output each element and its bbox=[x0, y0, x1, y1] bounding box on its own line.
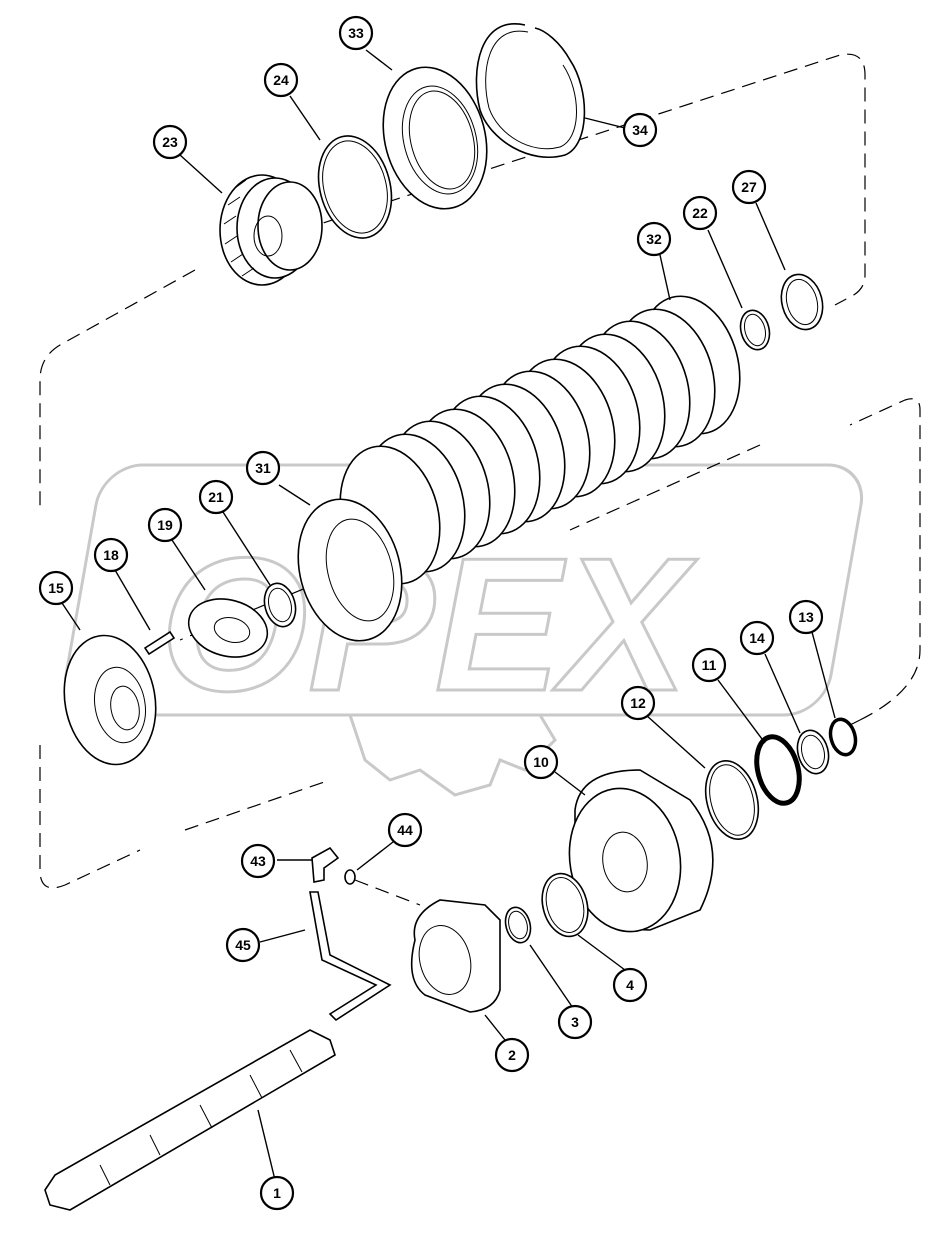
callout-label: 27 bbox=[741, 179, 757, 195]
callout-label: 3 bbox=[571, 1014, 579, 1030]
callouts: 1 2 3 4 10 11 12 13 14 15 18 19 21 22 23… bbox=[38, 15, 824, 1211]
part-34-snap-ring bbox=[475, 23, 586, 158]
callout-33: 33 bbox=[338, 15, 374, 51]
callout-label: 21 bbox=[208, 489, 224, 505]
callout-label: 43 bbox=[250, 853, 266, 869]
part-4-ring bbox=[541, 872, 589, 938]
callout-34: 34 bbox=[622, 112, 658, 148]
part-45-tube bbox=[309, 891, 392, 1022]
callout-label: 1 bbox=[273, 1185, 281, 1201]
callout-15: 15 bbox=[38, 570, 74, 606]
callout-label: 11 bbox=[702, 657, 717, 673]
part-2-housing bbox=[410, 899, 501, 1013]
clutch-disc-pack bbox=[297, 295, 741, 642]
callout-label: 31 bbox=[255, 460, 271, 476]
part-12-ring bbox=[704, 760, 760, 840]
callout-label: 4 bbox=[626, 977, 634, 993]
part-27-snap-ring bbox=[780, 273, 824, 331]
part-19-spring-plate bbox=[187, 598, 269, 658]
callout-label: 32 bbox=[646, 231, 662, 247]
callout-4: 4 bbox=[612, 967, 648, 1003]
callout-1: 1 bbox=[259, 1175, 295, 1211]
callout-11: 11 bbox=[691, 647, 727, 683]
part-23-clutch-hub bbox=[219, 174, 323, 286]
part-22-ring bbox=[739, 309, 771, 351]
callout-label: 13 bbox=[798, 609, 814, 625]
callout-45: 45 bbox=[225, 927, 261, 963]
callout-label: 23 bbox=[162, 134, 178, 150]
part-21-ring bbox=[263, 582, 297, 628]
callout-23: 23 bbox=[152, 124, 188, 160]
callout-label: 14 bbox=[749, 630, 765, 646]
callout-label: 2 bbox=[508, 1047, 516, 1063]
callout-18: 18 bbox=[93, 537, 129, 573]
part-24-ring bbox=[317, 135, 393, 239]
part-3-ring bbox=[504, 906, 532, 944]
callout-24: 24 bbox=[263, 62, 299, 98]
part-14-ring bbox=[796, 729, 830, 775]
callout-22: 22 bbox=[682, 195, 718, 231]
callout-label: 15 bbox=[48, 580, 64, 596]
callout-label: 34 bbox=[632, 122, 648, 138]
callout-19: 19 bbox=[147, 507, 183, 543]
leader-lines bbox=[61, 49, 836, 1181]
part-10-clutch-drum bbox=[568, 769, 714, 933]
callout-31: 31 bbox=[245, 450, 281, 486]
callout-label: 19 bbox=[157, 517, 173, 533]
callout-14: 14 bbox=[739, 620, 775, 656]
callout-2: 2 bbox=[494, 1037, 530, 1073]
part-44-o-ring bbox=[344, 869, 356, 885]
assembly-dashed-outline bbox=[39, 53, 921, 906]
callout-label: 18 bbox=[103, 547, 119, 563]
callout-43: 43 bbox=[240, 843, 276, 879]
part-18-spring bbox=[143, 630, 176, 656]
callout-44: 44 bbox=[387, 812, 423, 848]
callout-13: 13 bbox=[788, 599, 824, 635]
callout-label: 12 bbox=[630, 695, 646, 711]
callout-label: 10 bbox=[533, 754, 549, 770]
callout-32: 32 bbox=[636, 221, 672, 257]
part-1-shaft bbox=[44, 1029, 336, 1211]
callout-27: 27 bbox=[731, 169, 767, 205]
callout-label: 24 bbox=[273, 72, 289, 88]
callout-label: 33 bbox=[348, 25, 364, 41]
part-13-ring bbox=[828, 717, 858, 757]
callout-21: 21 bbox=[198, 479, 234, 515]
callout-12: 12 bbox=[620, 685, 656, 721]
callout-label: 22 bbox=[692, 205, 708, 221]
callout-label: 45 bbox=[235, 937, 251, 953]
callout-3: 3 bbox=[557, 1004, 593, 1040]
callout-10: 10 bbox=[523, 744, 559, 780]
part-15-piston bbox=[63, 634, 157, 766]
callout-label: 44 bbox=[397, 822, 413, 838]
part-43-elbow-fitting bbox=[311, 846, 340, 883]
part-33-pressure-plate bbox=[382, 66, 488, 210]
part-11-seal-ring bbox=[754, 734, 802, 806]
